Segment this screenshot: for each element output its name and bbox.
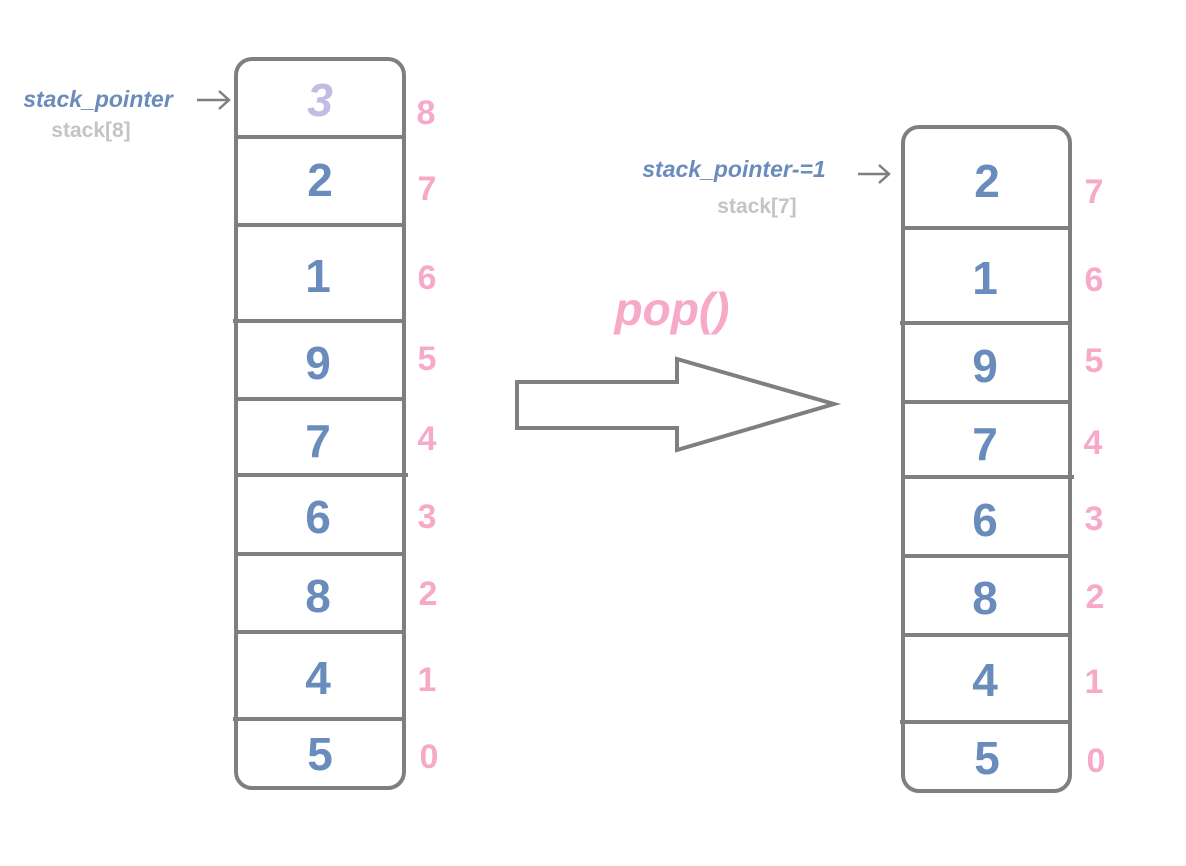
cell-value: 1: [972, 252, 998, 304]
cell-value: 6: [305, 491, 331, 543]
cell-index: 4: [418, 420, 437, 458]
cell-index: 3: [1085, 500, 1104, 538]
cell-value: 6: [972, 494, 998, 546]
operation: pop(): [515, 283, 842, 453]
cell-value: 7: [305, 415, 331, 467]
cell-value: 5: [974, 732, 1000, 784]
cell-index: 7: [1085, 173, 1104, 211]
cell-value: 2: [307, 154, 333, 206]
cell-index: 3: [418, 498, 437, 536]
cell-index: 2: [1086, 578, 1105, 616]
cell-index: 6: [1085, 261, 1104, 299]
cell-index: 2: [419, 575, 438, 613]
cell-index: 6: [418, 259, 437, 297]
cell-value: 5: [307, 728, 333, 780]
cell-index: 5: [1085, 342, 1104, 380]
cell-value: 1: [305, 250, 331, 302]
cell-index: 0: [420, 738, 439, 776]
cell-index: 7: [418, 170, 437, 208]
cell-value: 9: [305, 337, 331, 389]
cell-value: 8: [972, 572, 998, 624]
cell-value: 9: [972, 340, 998, 392]
right-arrow-icon: [515, 356, 842, 453]
pointer-subscript: stack[7]: [717, 195, 796, 218]
stack-before: 3 2 1 9 7 6 8 4 5 8 7 6 5 4 3 2 1 0 stac…: [23, 57, 439, 790]
cell-value: 4: [972, 654, 998, 706]
pointer-subscript: stack[8]: [51, 119, 130, 142]
stack-after: 2 1 9 7 6 8 4 5 7 6 5 4 3 2 1 0 stack_po…: [642, 125, 1106, 793]
cell-value: 4: [305, 652, 331, 704]
cell-value-popped: 3: [307, 74, 333, 126]
stack-before-dividers: [233, 135, 408, 721]
cell-index: 5: [418, 340, 437, 378]
cell-index: 4: [1084, 424, 1103, 462]
pointer-label: stack_pointer-=1: [642, 156, 825, 182]
stack-after-dividers: [900, 226, 1074, 724]
cell-value: 2: [974, 155, 1000, 207]
pointer-arrow-icon: [858, 164, 891, 184]
cell-index: 1: [1085, 663, 1104, 701]
stack-after-outline: [901, 125, 1072, 793]
stack-before-outline: [234, 57, 406, 790]
cell-value: 7: [972, 418, 998, 470]
pointer-label: stack_pointer: [23, 86, 174, 112]
operation-label: pop(): [613, 283, 730, 335]
cell-value: 8: [305, 570, 331, 622]
cell-index: 0: [1087, 742, 1106, 780]
cell-index: 1: [418, 661, 437, 699]
cell-index: 8: [417, 94, 436, 132]
pointer-arrow-icon: [197, 90, 231, 110]
